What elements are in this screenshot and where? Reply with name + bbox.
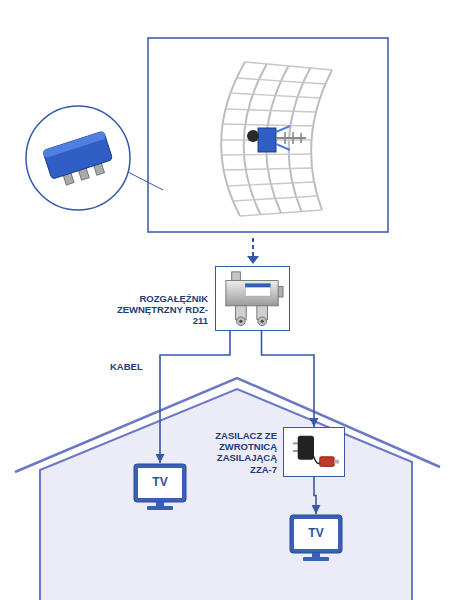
product-sticker (245, 283, 270, 296)
tv-stand (147, 506, 173, 510)
part-heading: ZASILACZ ZE ZWROTNICĄ ZASILAJĄCĄ ZZA-7 (193, 430, 277, 475)
power-supply-box: ZASILACZ ZE ZWROTNICĄ ZASILAJĄCĄ ZZA-7 (283, 427, 345, 477)
connector-pin (261, 320, 264, 323)
tv-frame (134, 464, 186, 502)
cable-label: KABEL (110, 361, 143, 372)
antenna-frame (148, 38, 388, 232)
f-connector (232, 272, 241, 282)
cable-connector (314, 477, 316, 514)
tv-set: TV (133, 463, 187, 511)
tv-frame (290, 515, 342, 553)
feed-block (258, 128, 276, 152)
dipole-elements (285, 132, 301, 144)
power-inserter (320, 457, 334, 467)
splitter-body (226, 281, 278, 306)
reflector-grid (221, 62, 332, 216)
tv-neck (312, 553, 320, 557)
reflector-ribs (221, 62, 332, 216)
tv-label: TV (133, 475, 187, 489)
tv-set: TV (289, 514, 343, 562)
house-fill (40, 389, 412, 600)
cable-connector (262, 331, 315, 427)
connector-nut (237, 317, 246, 326)
splitter-box: ROZGAŁĘŹNIK ZEWNĘTRZNY RDZ-211 (215, 266, 290, 331)
connector-top (43, 131, 106, 158)
cable-connector (160, 331, 230, 463)
leader-line (128, 172, 163, 190)
inset-circle (26, 106, 130, 210)
inserter-port (334, 460, 339, 464)
connector-pin (239, 320, 242, 323)
part-heading: ROZGAŁĘŹNIK ZEWNĘTRZNY RDZ-211 (116, 293, 208, 327)
arrow-head (247, 256, 259, 264)
connector-nut (258, 317, 267, 326)
tv-label: TV (289, 526, 343, 540)
feed-nut (247, 130, 259, 142)
supply-art (284, 428, 344, 476)
connector-body (43, 131, 113, 179)
dipole-arms (276, 126, 290, 150)
tv-neck (156, 502, 164, 506)
splitter-art (216, 267, 289, 330)
connector-detail (43, 131, 116, 189)
sticker-band (245, 283, 270, 287)
power-adapter (298, 436, 314, 460)
house-wall (40, 389, 412, 600)
signal-arrow (252, 238, 254, 257)
tv-stand (303, 557, 329, 561)
